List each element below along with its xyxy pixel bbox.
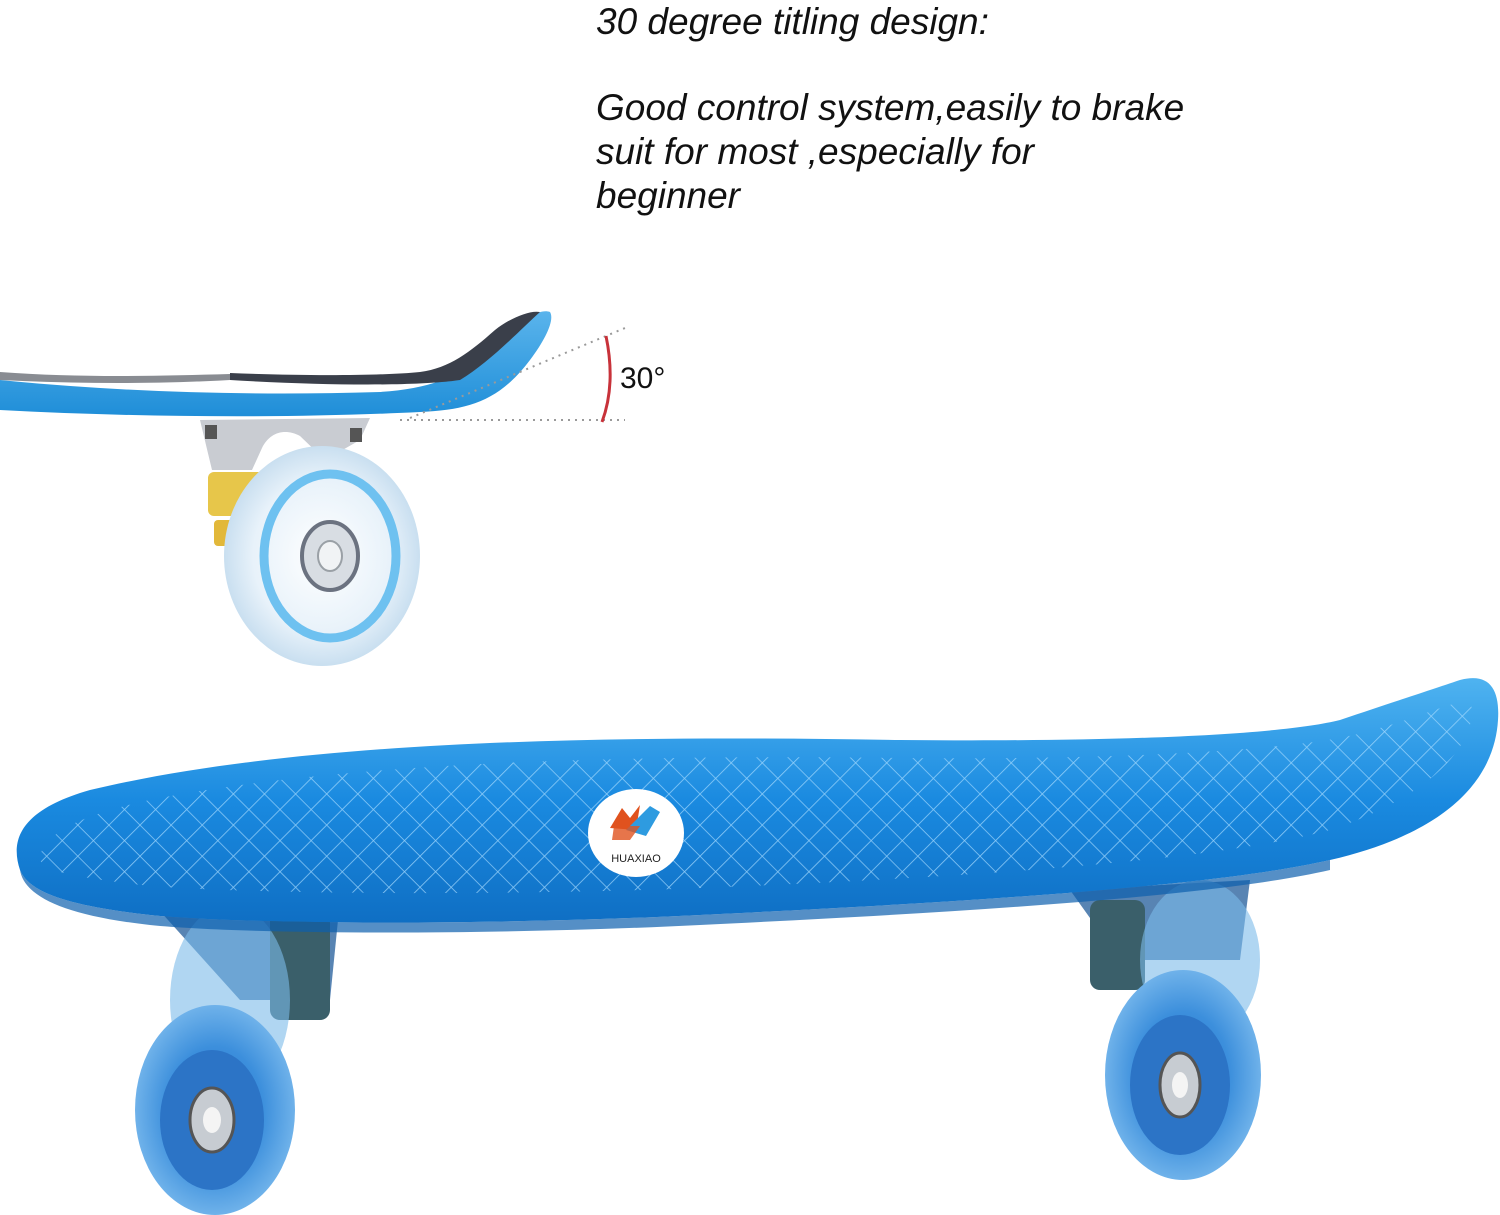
- angle-diagram: [400, 327, 626, 423]
- caption-description: Good control system,easily to brake suit…: [596, 86, 1184, 218]
- side-view-board: [0, 311, 552, 666]
- brand-logo: HUAXIAO: [588, 789, 684, 877]
- caption-line: beginner: [596, 175, 741, 216]
- caption: 30 degree titling design: Good control s…: [596, 0, 1184, 218]
- caption-title: 30 degree titling design:: [596, 1, 989, 42]
- main-skateboard: HUAXIAO: [16, 678, 1499, 1215]
- caption-line: Good control system,easily to brake: [596, 87, 1185, 128]
- caption-line: suit for most ,especially for: [596, 131, 1034, 172]
- angle-label: 30°: [620, 362, 666, 395]
- brand-name: HUAXIAO: [611, 853, 661, 865]
